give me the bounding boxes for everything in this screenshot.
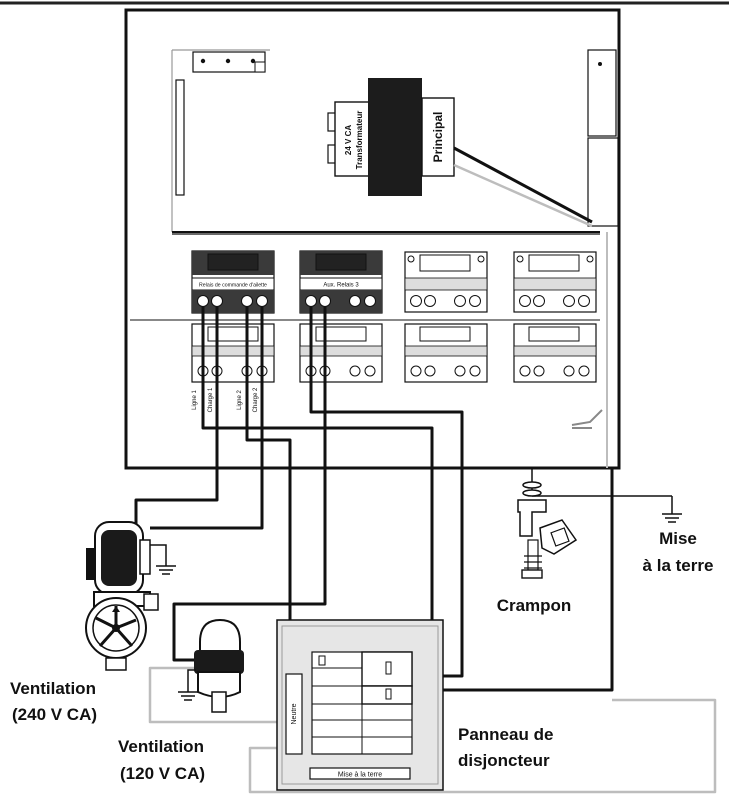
relay-3 [404,251,488,313]
neutral-bar [285,673,303,755]
terminal-screw-icon [519,365,531,377]
fan-120v-label-line2: (120 V CA) [120,764,205,783]
screw-icon [225,58,231,64]
bracket-tab [254,61,266,73]
relay-4 [513,251,597,313]
terminal-screw-icon [410,365,422,377]
terminal-screw-icon [519,295,531,307]
terminal-label-ligne1: Ligne 1 [192,389,198,409]
ground-wire [531,468,673,514]
terminal-screw-icon [454,365,466,377]
terminal-screw-icon [349,295,361,307]
terminal-label-ligne2: Ligne 2 [237,389,243,409]
transformer-name-label: Transformateur [355,111,364,170]
terminal-label-charge2: Charge 2 [253,387,259,412]
transformer-primary-label: Principal [431,112,445,163]
fan-240v-icon [85,521,159,671]
terminal-screw-icon [305,295,317,307]
relay-8 [513,323,597,383]
panel-ground-label: Mise à la terre [338,772,382,779]
terminal-screw-icon [563,295,575,307]
wire-clip [571,409,603,429]
terminal-screw-icon [469,365,481,377]
terminal-screw-icon [454,295,466,307]
transformer-primary-box [421,97,455,177]
terminal-screw-icon [349,365,361,377]
upper-inner-panel [171,49,270,232]
relay-7 [404,323,488,383]
fan-240v-label-line2: (240 V CA) [12,705,97,724]
panel-label-line1: Panneau de [458,725,553,744]
panel-label-line2: disjoncteur [458,751,550,770]
terminal-screw-icon [197,295,209,307]
right-terminal-block [587,137,619,227]
fan-120v-icon [194,618,244,713]
left-rail [175,79,185,196]
transformer-core [368,78,422,196]
terminal-screw-icon [364,365,376,377]
transformer-voltage-label: 24 V CA [344,125,353,155]
terminal-screw-icon [319,295,331,307]
terminal-screw-icon [241,295,253,307]
terminal-screw-icon [424,365,436,377]
crampon-label: Crampon [497,596,572,615]
terminal-label-charge1: Charge 1 [208,387,214,412]
relay-1-label: Relais de commande d'ailette [199,283,267,289]
terminal-screw-icon [578,295,590,307]
right-bracket [587,49,617,137]
terminal-screw-icon [424,295,436,307]
neutral-bar-label: Neutre [291,703,298,724]
ground-icon [662,513,682,523]
panel-ground-bar [309,767,411,780]
fan-240v-label-line1: Ventilation [10,679,96,698]
terminal-screw-icon [563,365,575,377]
ground-label-line1: Mise [659,529,697,548]
ground-label-line2: à la terre [643,556,714,575]
terminal-screw-icon [469,295,481,307]
primary-wire-black [453,146,593,224]
relay-2-label: Aux. Relais 3 [323,283,359,289]
terminal-screw-icon [364,295,376,307]
terminal-screw-icon [533,295,545,307]
relay-6 [299,323,383,383]
fan-120v-label-line1: Ventilation [118,737,204,756]
relay-1: Relais de commande d'ailette [191,250,275,314]
fan-240v-ground-icon [150,544,176,575]
gray-wires [148,666,717,794]
screw-icon [200,58,206,64]
screw-icon [598,62,602,66]
relay-2: Aux. Relais 3 [299,250,383,314]
primary-wire-gray [453,163,593,228]
crampon-clamp-icon [517,481,578,579]
terminal-screw-icon [211,295,223,307]
terminal-screw-icon [578,365,590,377]
terminal-screw-icon [256,295,268,307]
fan-120v-ground-icon [178,669,198,701]
breaker-panel: Neutre Mise à la terre [276,619,444,791]
screw-icon [250,58,256,64]
terminal-screw-icon [533,365,545,377]
terminal-screw-icon [410,295,422,307]
